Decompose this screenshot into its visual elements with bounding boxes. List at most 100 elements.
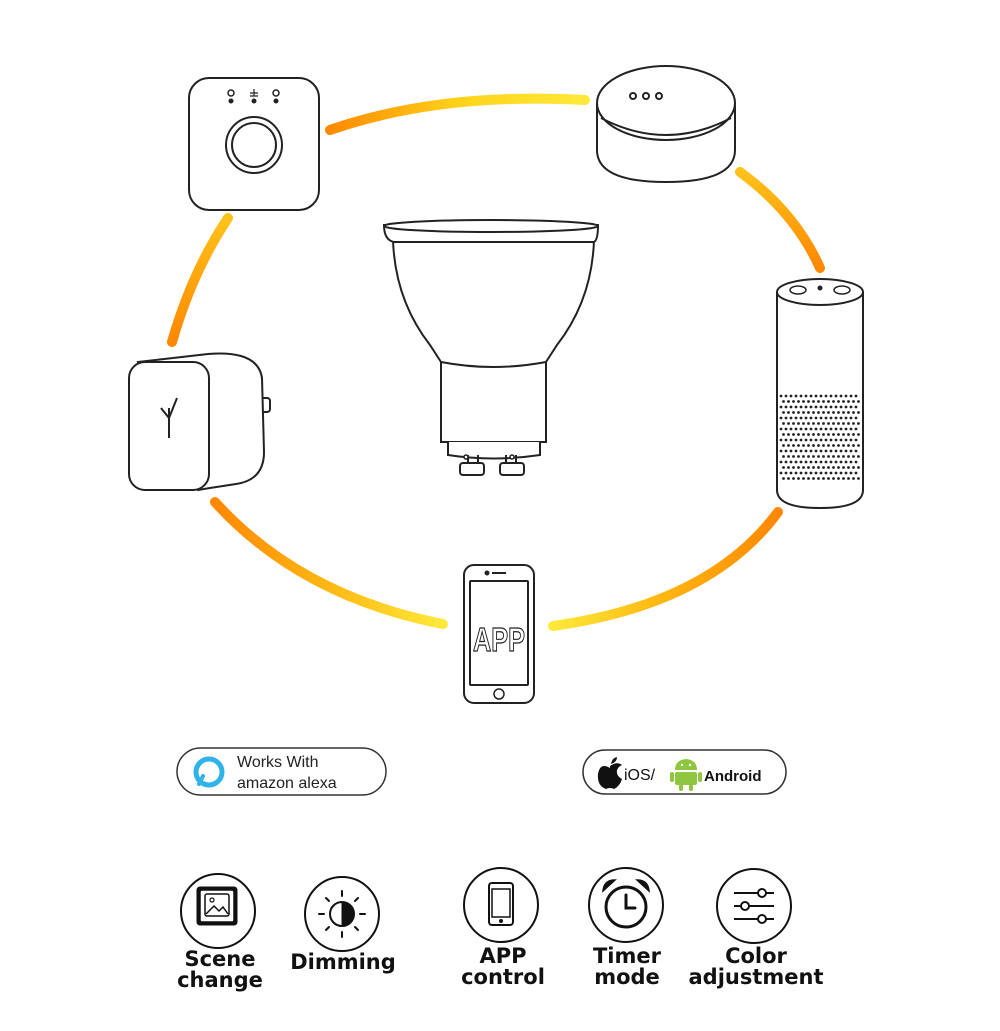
grille-dot (839, 471, 843, 475)
grille-dot (779, 394, 783, 398)
grille-dot (842, 477, 845, 480)
feature-icons (180, 867, 792, 952)
grille-dot (787, 433, 790, 436)
grille-dot (817, 433, 820, 436)
grille-dot (787, 411, 790, 414)
grille-dot (802, 433, 805, 436)
grille-dot (832, 422, 835, 425)
grille-dot (827, 455, 830, 458)
grille-dot (799, 427, 803, 431)
grille-dot (857, 455, 860, 458)
feature-label-timer-mode: Timer mode (592, 944, 661, 989)
grille-dot (849, 460, 853, 464)
grille-dot (854, 449, 858, 453)
grille-dot (839, 405, 843, 409)
grille-dot (857, 466, 860, 469)
grille-dot (854, 438, 858, 442)
grille-dot (852, 466, 855, 469)
grille-dot (804, 438, 808, 442)
grille-dot (817, 444, 820, 447)
grille-dot (824, 394, 828, 398)
grille-dot (857, 477, 860, 480)
grille-dot (817, 422, 820, 425)
grille-dot (814, 394, 818, 398)
grille-dot (792, 400, 795, 403)
grille-dot (847, 400, 850, 403)
bridge-hub (188, 77, 320, 211)
grille-dot (829, 405, 833, 409)
grille-dot (819, 460, 823, 464)
smart-speaker (776, 278, 864, 510)
grille-dot (852, 400, 855, 403)
grille-dot (829, 449, 833, 453)
grille-dot (832, 411, 835, 414)
grille-dot (784, 438, 788, 442)
grille-dot (829, 416, 833, 420)
connection-arcs (167, 93, 825, 631)
grille-dot (784, 460, 788, 464)
grille-dot (787, 444, 790, 447)
grille-dot (847, 422, 850, 425)
grille-dot (822, 455, 825, 458)
grille-dot (819, 416, 823, 420)
scene-change-icon (180, 873, 256, 949)
grille-dot (857, 411, 860, 414)
grille-dot (779, 405, 783, 409)
grille-dot (792, 444, 795, 447)
grille-dot (847, 433, 850, 436)
grille-dot (852, 411, 855, 414)
grille-dot (814, 460, 818, 464)
grille-dot (814, 449, 818, 453)
grille-dot (807, 411, 810, 414)
grille-dot (834, 394, 838, 398)
grille-dot (839, 394, 843, 398)
grille-dot (842, 455, 845, 458)
sliders-icon (716, 868, 792, 944)
grille-dot (842, 411, 845, 414)
grille-dot (834, 460, 838, 464)
grille-dot (807, 466, 810, 469)
grille-dot (794, 460, 798, 464)
grille-dot (784, 449, 788, 453)
grille-dot (852, 422, 855, 425)
grille-dot (797, 455, 800, 458)
grille-dot (782, 455, 785, 458)
grille-dot (852, 433, 855, 436)
grille-dot (837, 455, 840, 458)
grille-dot (789, 427, 793, 431)
grille-dot (849, 405, 853, 409)
dimming-icon (304, 876, 380, 952)
speaker-grille (779, 394, 860, 480)
grille-dot (804, 416, 808, 420)
grille-dot (839, 449, 843, 453)
grille-dot (822, 466, 825, 469)
grille-dot (799, 460, 803, 464)
grille-dot (797, 444, 800, 447)
grille-dot (807, 433, 810, 436)
grille-dot (794, 416, 798, 420)
grille-dot (824, 471, 828, 475)
grille-dot (792, 433, 795, 436)
grille-dot (834, 427, 838, 431)
grille-dot (847, 444, 850, 447)
grille-dot (822, 411, 825, 414)
grille-dot (824, 405, 828, 409)
grille-dot (812, 411, 815, 414)
grille-dot (839, 416, 843, 420)
grille-dot (794, 427, 798, 431)
grille-dot (824, 449, 828, 453)
grille-dot (812, 422, 815, 425)
grille-dot (844, 416, 848, 420)
grille-dot (852, 444, 855, 447)
grille-dot (819, 394, 823, 398)
grille-dot (817, 466, 820, 469)
grille-dot (804, 471, 808, 475)
grille-dot (837, 422, 840, 425)
grille-dot (857, 444, 860, 447)
grille-dot (807, 422, 810, 425)
platform-badge: iOS/ Android (582, 749, 787, 795)
grille-dot (794, 471, 798, 475)
alexa-logo-icon (197, 774, 205, 786)
grille-dot (789, 449, 793, 453)
grille-dot (834, 449, 838, 453)
